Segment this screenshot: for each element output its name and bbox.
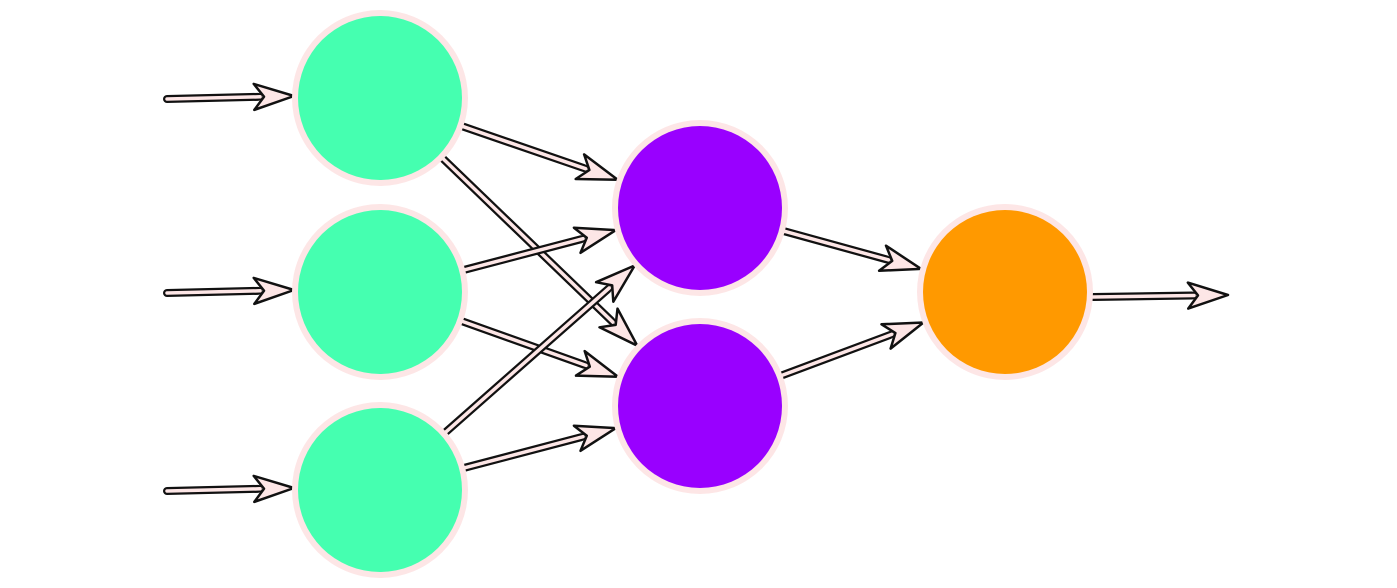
- node-input-0: [292, 10, 468, 186]
- node-input-2: [292, 402, 468, 578]
- edge-input-2-to-hidden-0: [440, 264, 636, 438]
- output-arrow: [1089, 281, 1230, 310]
- edge-input-0-to-hidden-0: [457, 121, 619, 181]
- edge-input-1-to-hidden-0: [459, 226, 618, 275]
- node-input-1: [292, 204, 468, 380]
- input-arrow-0: [163, 82, 296, 112]
- node-circle: [923, 210, 1087, 374]
- input-arrow-1: [163, 276, 296, 306]
- node-hidden-0: [612, 120, 788, 296]
- edge-input-1-to-hidden-1: [457, 316, 620, 379]
- node-circle: [618, 324, 782, 488]
- input-arrow-2: [163, 474, 296, 504]
- node-circle: [298, 210, 462, 374]
- node-hidden-1: [612, 318, 788, 494]
- nodes-layer: [292, 10, 1093, 578]
- node-circle: [618, 126, 782, 290]
- edge-input-2-to-hidden-1: [459, 424, 618, 473]
- node-circle: [298, 408, 462, 572]
- edge-hidden-1-to-output-0: [776, 321, 925, 380]
- node-output-0: [917, 204, 1093, 380]
- edge-hidden-0-to-output-0: [778, 226, 923, 273]
- connections-layer: [163, 82, 1230, 504]
- node-circle: [298, 16, 462, 180]
- edge-input-0-to-hidden-1: [437, 153, 639, 347]
